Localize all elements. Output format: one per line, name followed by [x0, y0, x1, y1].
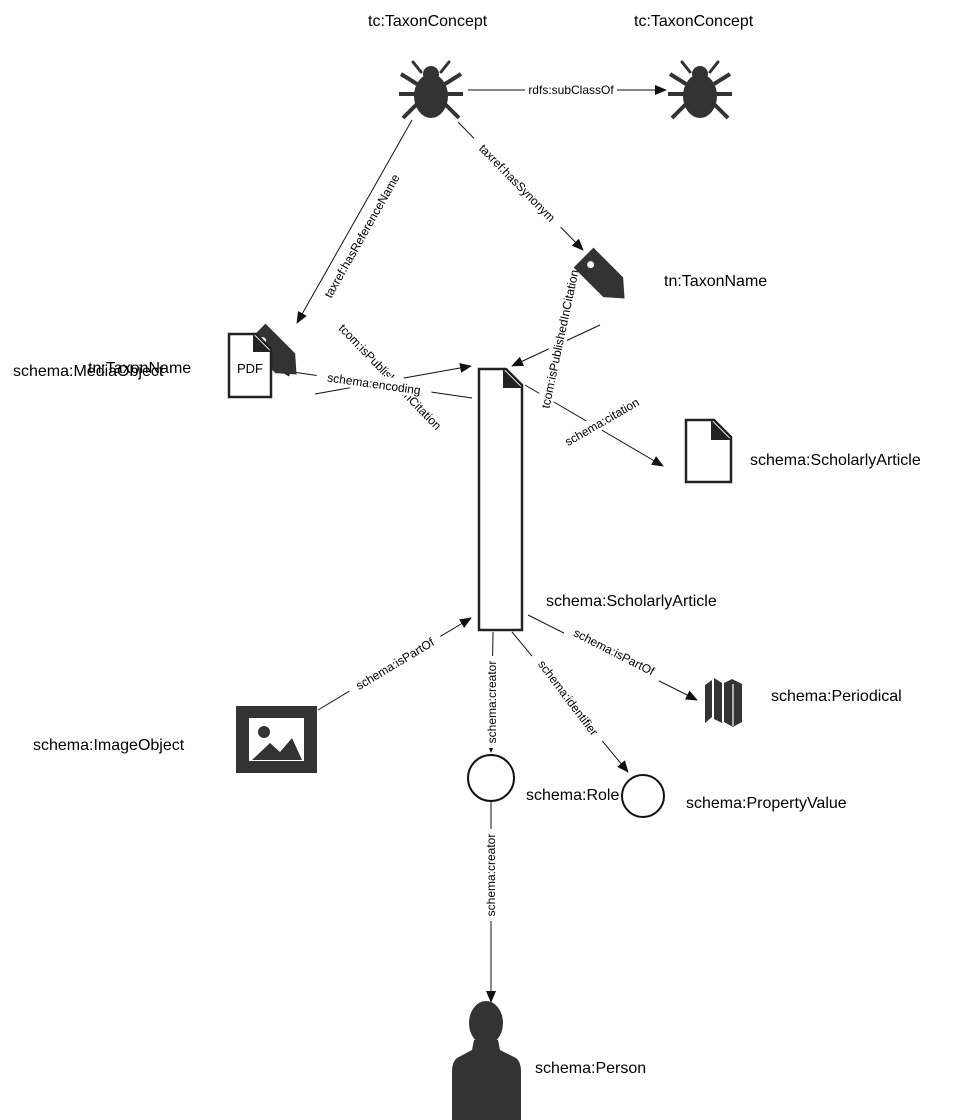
- node-label-periodical: schema:Periodical: [771, 688, 902, 705]
- edge-label-subclass-of: rdfs:subClassOf: [528, 83, 614, 97]
- edge-label-creator-role: schema:creator: [484, 834, 498, 917]
- document-icon: [477, 367, 524, 632]
- edge-label-published-in-citation-right: tcom:isPublishedInCitation: [538, 268, 581, 409]
- edge-label-encoding: schema:encoding: [326, 371, 421, 398]
- circle-icon: [621, 774, 665, 818]
- document-fold-icon: [711, 420, 731, 440]
- bug-icon: [397, 60, 465, 120]
- document-fold-icon: [503, 369, 522, 388]
- edge-label-is-part-of-periodical: schema:isPartOf: [571, 626, 657, 679]
- edge-label-citation: schema:citation: [562, 395, 641, 449]
- node-labels: tc:TaxonConcept tc:TaxonConcept tn:Taxon…: [13, 13, 921, 1077]
- node-label-property-value: schema:PropertyValue: [686, 795, 847, 812]
- edge-label-has-reference-name: taxref:hasReferenceName: [321, 171, 402, 300]
- edge-label-is-part-of-image: schema:isPartOf: [353, 635, 437, 693]
- edge-label-identifier: schema:identifier: [535, 658, 601, 739]
- node-label-image-object: schema:ImageObject: [33, 737, 185, 754]
- books-icon: [705, 678, 742, 727]
- node-label-taxon-name-right: tn:TaxonName: [664, 273, 767, 290]
- node-label-taxon-concept-1: tc:TaxonConcept: [368, 13, 488, 30]
- edge-label-creator-article: schema:creator: [485, 661, 499, 744]
- node-label-taxon-name-left: tn:TaxonName: [88, 360, 191, 377]
- bug-icon: [666, 60, 734, 120]
- node-label-scholarly-article-main: schema:ScholarlyArticle: [546, 593, 717, 610]
- node-label-role: schema:Role: [526, 787, 619, 804]
- node-label-taxon-concept-2: tc:TaxonConcept: [634, 13, 754, 30]
- pdf-text: PDF: [237, 361, 263, 376]
- document-icon: [684, 418, 733, 484]
- edge-has-reference-name: [296, 119, 413, 324]
- node-label-person: schema:Person: [535, 1060, 646, 1077]
- pdf-fold-icon: [253, 334, 271, 352]
- node-label-scholarly-article-cited: schema:ScholarlyArticle: [750, 452, 921, 469]
- person-icon: [452, 1001, 521, 1120]
- image-icon: [236, 706, 317, 773]
- edge-label-has-synonym: taxref:hasSynonym: [476, 141, 558, 224]
- node-icons: PDF: [227, 60, 742, 1120]
- node-label-media-object: schema:MediaObject: [13, 363, 164, 380]
- circle-icon: [467, 754, 515, 802]
